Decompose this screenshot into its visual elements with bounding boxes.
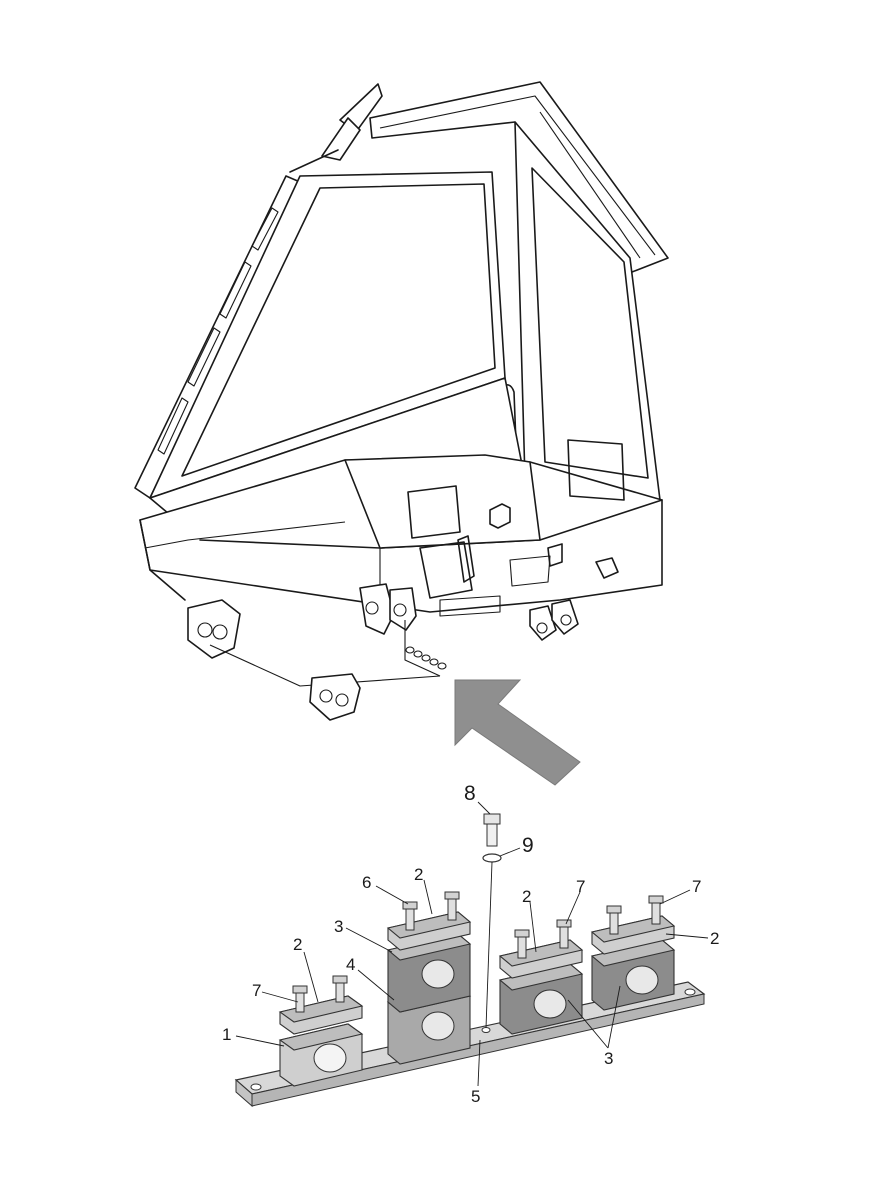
callout-4: 4 (346, 955, 355, 974)
operator-cab-illustration (134, 81, 669, 721)
bolt-8 (483, 813, 501, 847)
clamp-4 (590, 895, 676, 1011)
callout-1: 1 (222, 1025, 231, 1044)
callout-2: 2 (522, 887, 531, 906)
washer-9 (482, 853, 502, 863)
clamp-1 (278, 975, 364, 1087)
hose-clamp-assembly (234, 813, 706, 1108)
callout-7: 7 (252, 981, 261, 1000)
callout-3: 3 (604, 1049, 613, 1068)
callout-7: 7 (576, 877, 585, 896)
clamp-3 (498, 919, 584, 1035)
callout-2: 2 (710, 929, 719, 948)
detail-view-arrow (454, 679, 581, 786)
clamp-location-detail (405, 646, 447, 670)
callout-8: 8 (464, 782, 476, 805)
callout-2: 2 (293, 935, 302, 954)
clamp-2 (386, 891, 472, 1065)
leader-lines (235, 801, 709, 1087)
callout-9: 9 (522, 834, 534, 857)
callout-2: 2 (414, 865, 423, 884)
callout-6: 6 (362, 873, 371, 892)
callout-labels: 8 9 6 2 3 2 7 7 4 2 2 7 1 5 3 (222, 782, 719, 1106)
callout-7: 7 (692, 877, 701, 896)
callout-3: 3 (334, 917, 343, 936)
callout-5: 5 (471, 1087, 480, 1106)
